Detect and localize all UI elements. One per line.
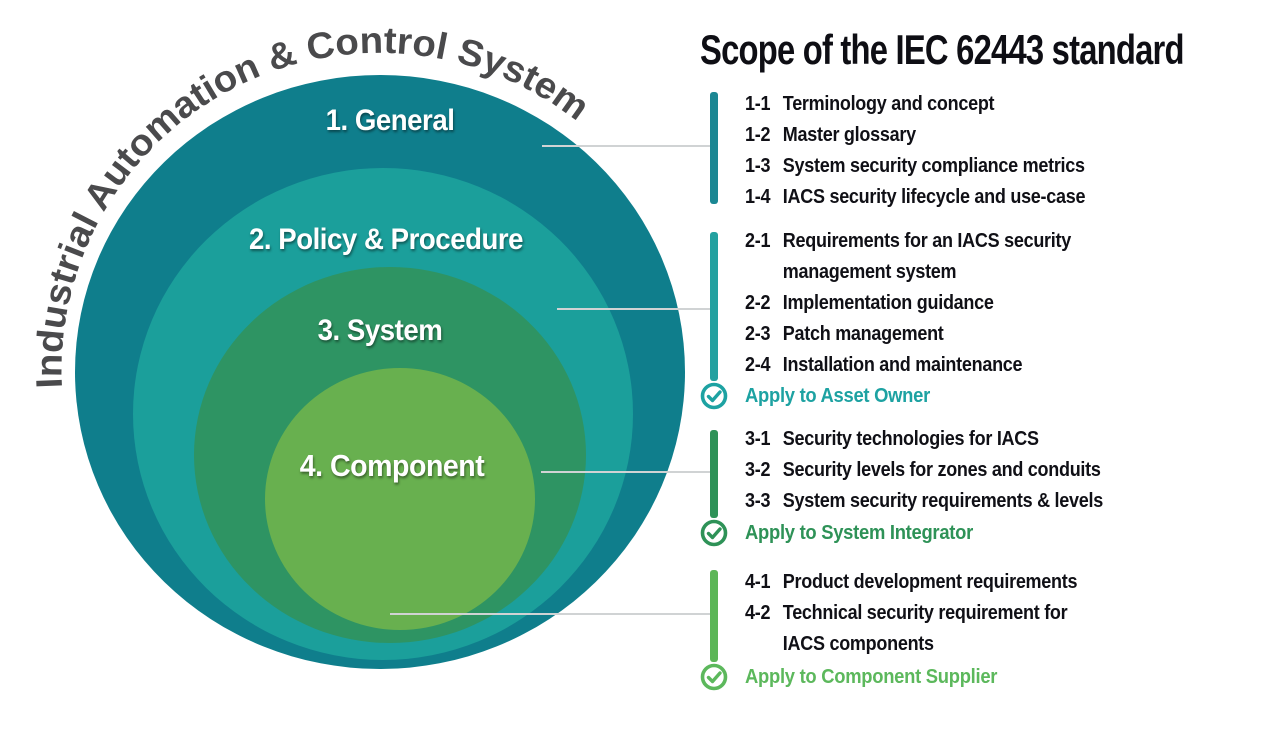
item-number: 1-2 <box>745 124 771 146</box>
item-number: 1-3 <box>745 155 771 177</box>
group-2-accent-bar <box>710 232 718 381</box>
list-item: 1-1 Terminology and concept <box>745 89 1085 120</box>
list-item: 3-1 Security technologies for IACS <box>745 424 1103 455</box>
group-1-accent-bar <box>710 92 718 204</box>
apply-row-system-integrator: Apply to System Integrator <box>699 518 993 548</box>
item-text: System security requirements & levels <box>782 490 1103 512</box>
ring-label-policy-procedure: 2. Policy & Procedure <box>248 223 524 256</box>
scope-group-4-list: 4-1 Product development requirements 4-2… <box>745 567 1077 660</box>
item-line: Requirements for an IACS security <box>782 230 1071 252</box>
apply-label: Apply to System Integrator <box>745 521 973 544</box>
item-text: Product development requirements <box>782 571 1078 593</box>
item-number: 1-1 <box>745 93 771 115</box>
check-circle-icon <box>700 382 728 410</box>
item-number: 2-4 <box>745 354 771 376</box>
item-text: Installation and maintenance <box>782 354 1023 376</box>
scope-group-1-list: 1-1 Terminology and concept 1-2 Master g… <box>745 89 1086 213</box>
list-item: 1-4 IACS security lifecycle and use-case <box>745 182 1086 213</box>
apply-row-component-supplier: Apply to Component Supplier <box>699 662 1019 692</box>
list-item: 3-3 System security requirements & level… <box>745 486 1103 517</box>
connector-line-system <box>541 471 710 473</box>
list-item: 2-1 Requirements for an IACS security ma… <box>745 226 1071 288</box>
item-number: 2-1 <box>745 230 771 252</box>
item-number: 3-3 <box>745 490 771 512</box>
list-item: 4-1 Product development requirements <box>745 567 1077 598</box>
item-number: 2-2 <box>745 292 771 314</box>
item-text: Terminology and concept <box>782 93 995 115</box>
item-line: Technical security requirement for <box>782 602 1068 624</box>
page-title: Scope of the IEC 62443 standard <box>700 26 1185 73</box>
item-text: Technical security requirement for IACS … <box>783 598 1068 660</box>
list-item: 1-2 Master glossary <box>745 120 1085 151</box>
list-item: 4-2 Technical security requirement for I… <box>745 598 1077 660</box>
list-item: 2-2 Implementation guidance <box>745 288 1071 319</box>
list-item: 2-3 Patch management <box>745 319 1071 350</box>
ring-label-system: 3. System <box>317 314 443 347</box>
item-text: System security compliance metrics <box>782 155 1085 177</box>
check-circle-icon <box>700 663 728 691</box>
item-text: Patch management <box>782 323 944 345</box>
ring-label-component: 4. Component <box>299 448 485 483</box>
ring-label-general: 1. General <box>325 104 455 137</box>
group-3-accent-bar <box>710 430 718 518</box>
item-text: Implementation guidance <box>782 292 994 314</box>
item-number: 3-1 <box>745 428 771 450</box>
item-line: IACS components <box>782 633 934 655</box>
scope-group-3-list: 3-1 Security technologies for IACS 3-2 S… <box>745 424 1103 517</box>
list-item: 2-4 Installation and maintenance <box>745 350 1071 381</box>
item-number: 4-1 <box>745 571 771 593</box>
group-4-accent-bar <box>710 570 718 662</box>
item-number: 2-3 <box>745 323 771 345</box>
connector-line-component <box>390 613 710 615</box>
item-number: 4-2 <box>745 602 771 624</box>
item-line: management system <box>782 261 957 283</box>
connector-line-general <box>542 145 710 147</box>
item-number: 3-2 <box>745 459 771 481</box>
item-text: Security levels for zones and conduits <box>782 459 1101 481</box>
scope-group-2-list: 2-1 Requirements for an IACS security ma… <box>745 226 1071 381</box>
item-text: IACS security lifecycle and use-case <box>782 186 1086 208</box>
item-text: Master glossary <box>782 124 916 146</box>
item-number: 1-4 <box>745 186 771 208</box>
apply-label: Apply to Component Supplier <box>745 665 998 688</box>
connector-line-policy <box>557 308 710 310</box>
apply-row-asset-owner: Apply to Asset Owner <box>699 381 946 411</box>
list-item: 3-2 Security levels for zones and condui… <box>745 455 1103 486</box>
ring-component <box>265 368 535 630</box>
list-item: 1-3 System security compliance metrics <box>745 151 1085 182</box>
item-text: Security technologies for IACS <box>782 428 1039 450</box>
check-circle-icon <box>700 519 728 547</box>
apply-label: Apply to Asset Owner <box>745 384 930 407</box>
item-text: Requirements for an IACS security manage… <box>783 226 1071 288</box>
